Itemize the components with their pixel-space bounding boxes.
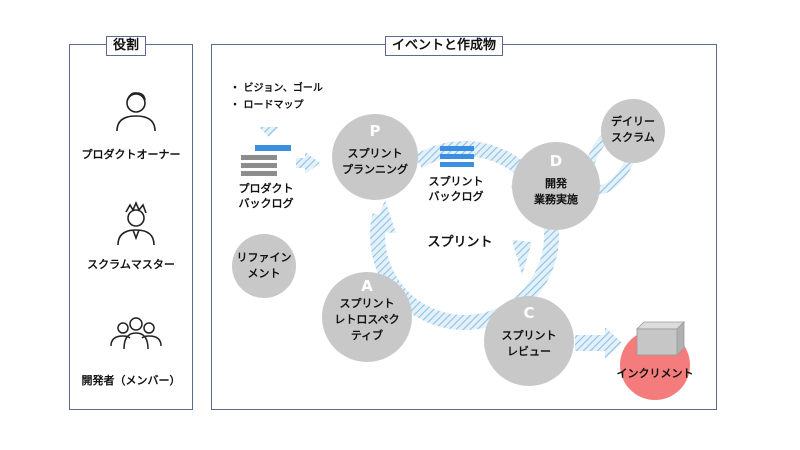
sprint-backlog-label: スプリント バックログ: [428, 175, 484, 203]
increment-label: インクリメント: [616, 367, 694, 380]
team-icon: [110, 317, 162, 350]
planning-letter: P: [369, 122, 381, 140]
sprint-backlog-icon: [440, 146, 474, 167]
product-backlog-icon: [241, 145, 291, 176]
sprint-planning-circle: P スプリント プランニング: [332, 114, 418, 200]
sprint-label: スプリント: [427, 235, 493, 250]
daily-scrum-circle: デイリー スクラム: [601, 99, 665, 163]
arrow-to-review: [512, 240, 532, 275]
role-product-owner: プロダクトオーナー: [81, 148, 181, 161]
arrow-backlog-to-planning: [296, 152, 320, 174]
arrow-to-planning: [372, 200, 396, 233]
increment-box-icon: [636, 321, 685, 356]
events-title: イベントと作成物: [385, 36, 504, 56]
retro-label-1: スプリント: [339, 297, 395, 310]
product-backlog-label: プロダクト バックログ: [238, 182, 294, 210]
refinement-label-2: メント: [247, 267, 281, 280]
product-owner-icon: [116, 92, 156, 132]
retro-label-2: レトロスペク: [334, 313, 400, 326]
planning-label-1: スプリント: [347, 147, 403, 160]
role-developers: 開発者（メンバー）: [81, 374, 181, 387]
daily-label-2: スクラム: [611, 131, 655, 144]
planning-label-2: プランニング: [342, 163, 408, 176]
scrum-master-icon: [117, 200, 155, 246]
roles-title: 役割: [106, 36, 147, 56]
development-label-1: 開発: [545, 177, 567, 190]
refinement-circle: リファイン メント: [232, 234, 296, 298]
review-label-1: スプリント: [501, 329, 557, 342]
retro-label-3: ティブ: [350, 329, 384, 342]
retrospective-letter: A: [361, 277, 373, 295]
development-circle: D 開発 業務実施: [512, 142, 600, 230]
down-arrow-to-backlog: [259, 127, 279, 137]
arrow-review-to-increment: [575, 327, 622, 359]
review-circle: C スプリント レビュー: [484, 296, 574, 386]
daily-label-1: デイリー: [611, 115, 655, 128]
development-label-2: 業務実施: [534, 193, 578, 206]
bullet-roadmap: ・ ロードマップ: [230, 100, 304, 111]
retrospective-circle: A スプリント レトロスペク ティブ: [322, 272, 412, 362]
vision-bullets: ・ ビジョン、ゴール ・ ロードマップ: [230, 80, 323, 114]
review-label-2: レビュー: [507, 345, 551, 358]
bullet-vision: ・ ビジョン、ゴール: [230, 83, 323, 94]
refinement-label-1: リファイン: [236, 251, 292, 264]
review-letter: C: [523, 304, 535, 322]
development-letter: D: [549, 152, 563, 170]
role-scrum-master: スクラムマスター: [87, 258, 175, 271]
